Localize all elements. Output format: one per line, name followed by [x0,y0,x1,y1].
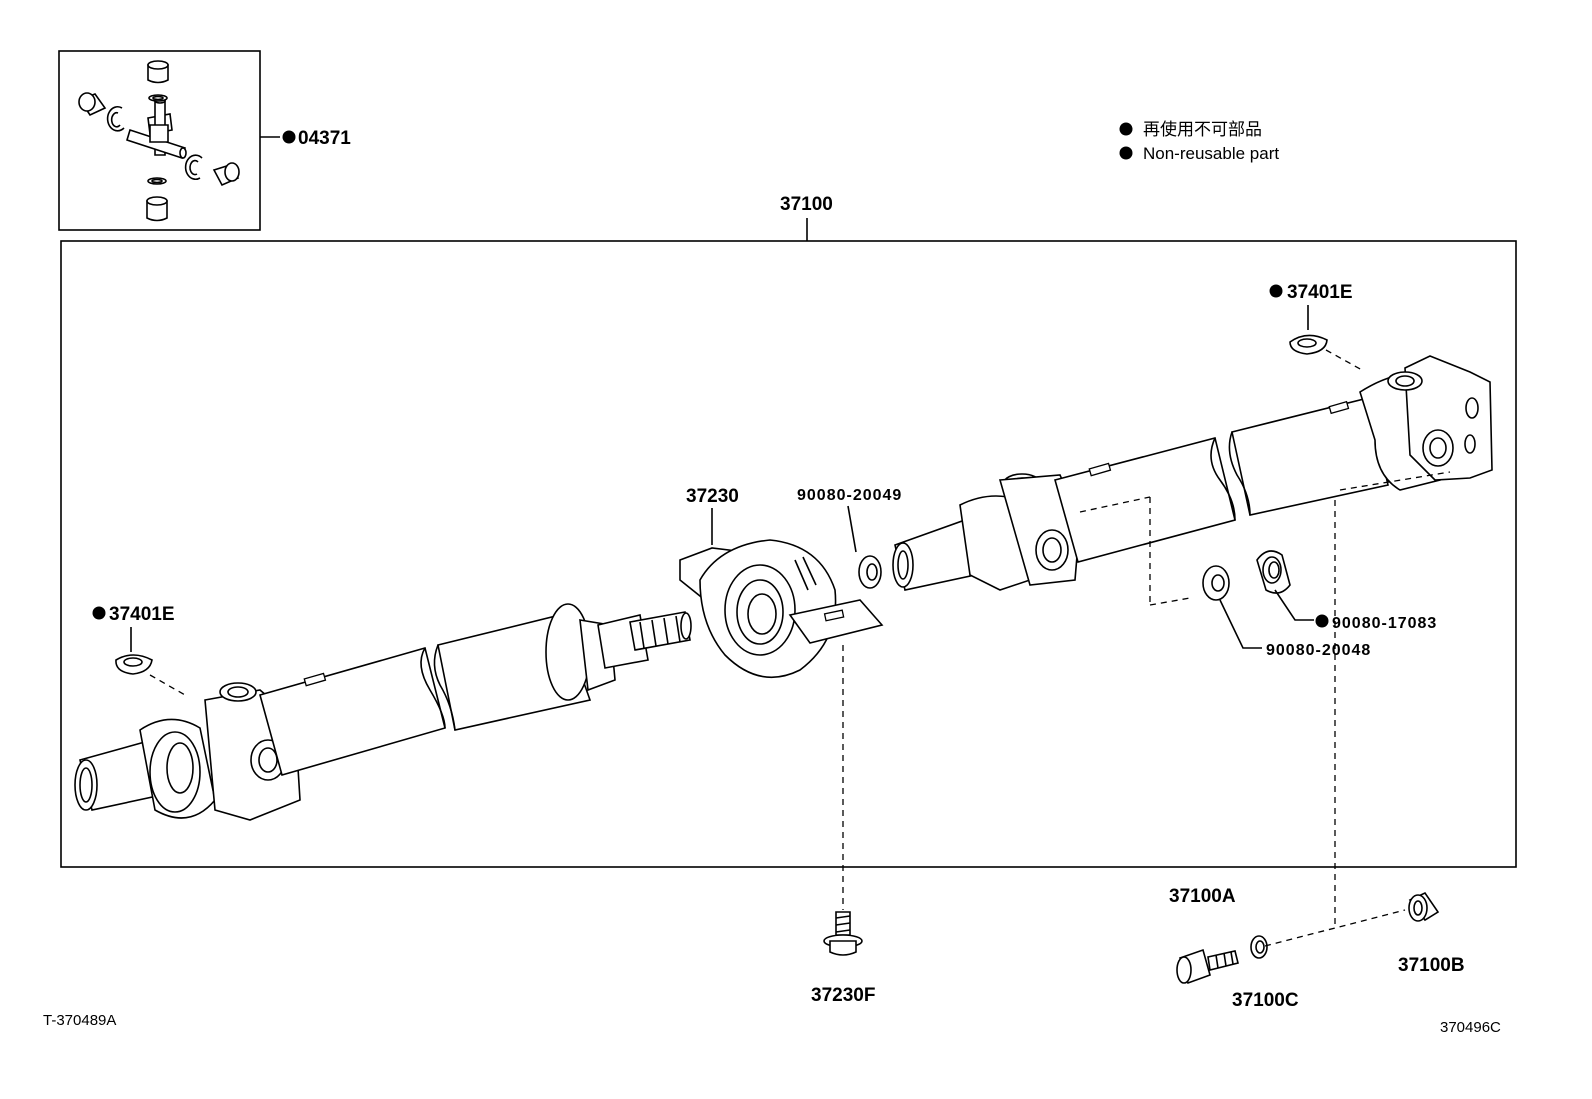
non-reusable-dot-icon [1315,614,1329,628]
part-label-washer-20049: 90080-20049 [797,487,902,504]
part-label-washer-20048: 90080-20048 [1266,642,1371,659]
washer-20049: 90080-20049 [797,487,902,589]
nut-17083: 90080-17083 [1256,550,1437,632]
assembly-group: 37100 [60,194,1517,868]
bolt-37230F: 37230F [811,911,875,1006]
washer-37100C: 37100C [1232,909,1406,1011]
washer-icon [858,555,882,589]
part-label-bolt-37100A: 37100A [1169,886,1236,907]
part-label-snap-ring-right: 37401E [1287,282,1353,303]
spider-cross-icon [126,98,187,160]
non-reusable-dot-icon [282,130,296,144]
bearing-cap-icon [78,92,125,132]
bearing-cap-icon [146,177,168,222]
washer-icon [1202,565,1230,601]
part-label-nut-37100B: 37100B [1398,955,1465,976]
front-propeller-shaft [74,603,692,821]
part-label-spider-kit: 04371 [298,128,351,149]
nut-37100B: 37100B [1398,891,1465,976]
spider-kit-inset: 04371 [58,50,351,231]
part-label-snap-ring-left: 37401E [109,604,175,625]
legend-text-en: Non-reusable part [1143,144,1279,163]
snap-ring-left: 37401E [92,604,186,696]
part-label-assembly: 37100 [780,194,833,215]
bolt-37100A: 37100A [1169,886,1239,985]
illustration-code-left: T-370489A [43,1012,116,1029]
non-reusable-dot-icon [92,606,106,620]
part-label-center-bearing: 37230 [686,486,739,507]
bearing-cap-icon [147,60,169,102]
bolt-icon [1207,950,1239,971]
part-label-bolt-37230F: 37230F [811,985,875,1006]
washer-icon [1250,935,1268,959]
center-bearing: 37230 [679,486,884,910]
bearing-cap-icon [184,154,240,187]
rear-propeller-shaft [892,355,1493,928]
snap-ring-icon [1289,334,1328,355]
snap-ring-right: 37401E [1269,282,1363,371]
legend: 再使用不可部品 Non-reusable part [1119,119,1279,163]
legend-text-jp: 再使用不可部品 [1143,119,1262,139]
part-label-nut-17083: 90080-17083 [1332,615,1437,632]
non-reusable-dot-icon [1269,284,1283,298]
washer-20048: 90080-20048 [1202,565,1371,659]
non-reusable-dot-icon [1119,122,1133,136]
illustration-code-right: 370496C [1440,1019,1501,1036]
non-reusable-dot-icon [1119,146,1133,160]
part-label-washer-37100C: 37100C [1232,990,1299,1011]
